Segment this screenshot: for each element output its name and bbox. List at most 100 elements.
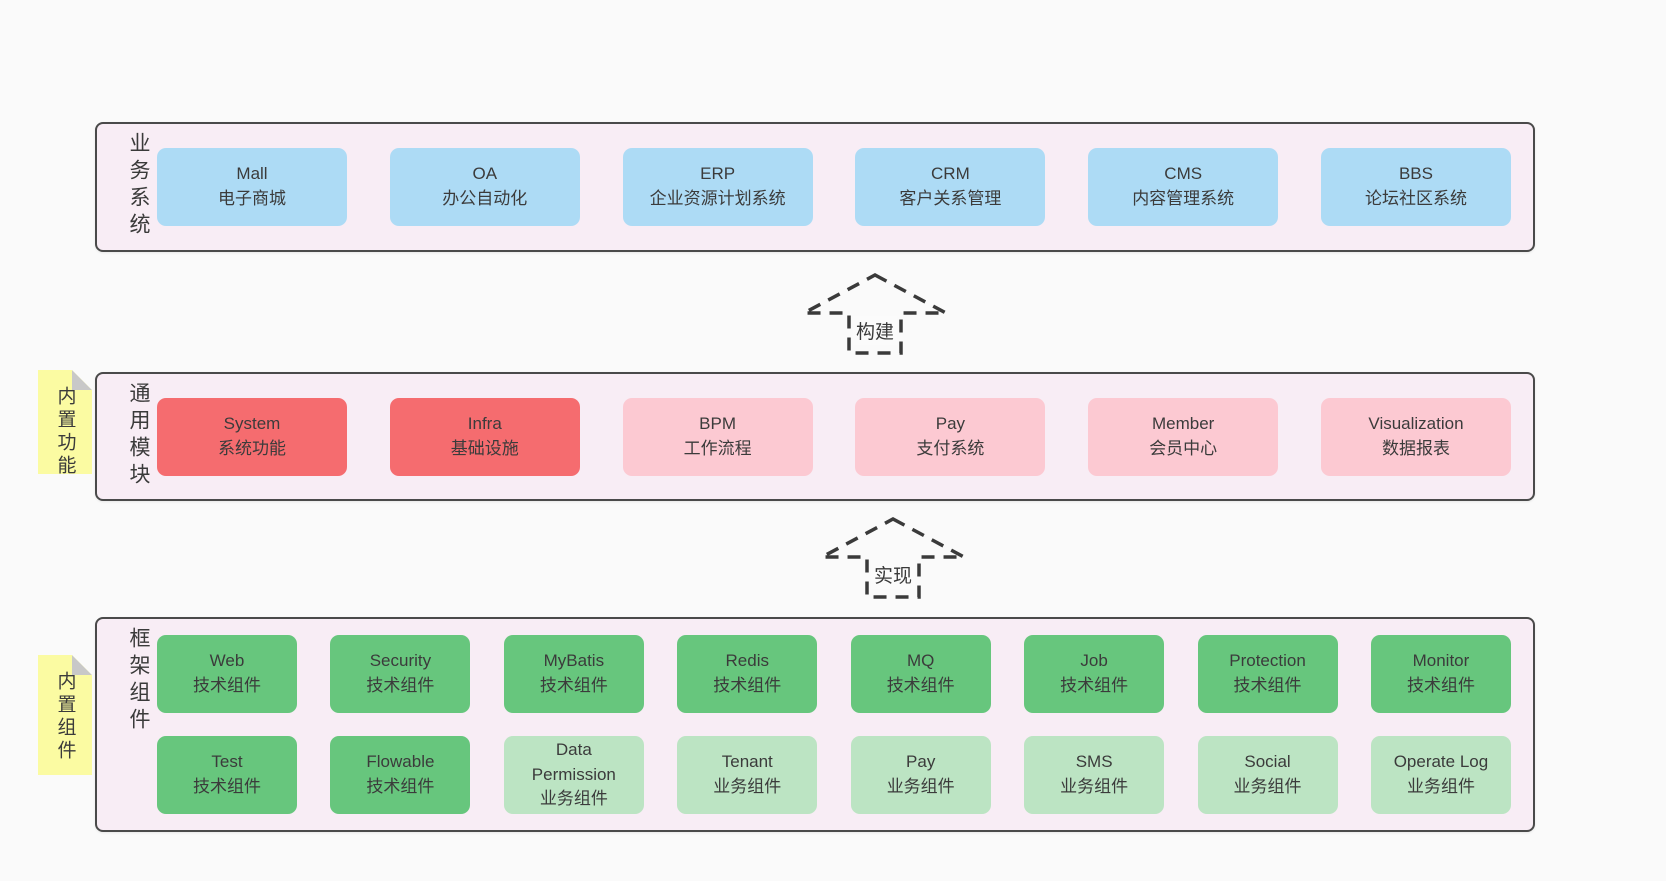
- box-name: Tenant: [721, 752, 773, 772]
- box-name: MyBatis: [543, 651, 605, 671]
- fold-corner-icon: [72, 655, 92, 675]
- build-arrow-label: 构建: [852, 316, 898, 345]
- framework-box-social: Social 业务组件: [1197, 736, 1338, 814]
- framework-box-flowable: Flowable 技术组件: [330, 736, 471, 814]
- box-desc: 技术组件: [886, 676, 955, 695]
- box-name: Data Permission: [531, 740, 616, 784]
- box-name: Web: [209, 651, 245, 671]
- box-desc: 业务组件: [1060, 777, 1129, 796]
- box-desc: 数据报表: [1381, 438, 1450, 458]
- box-desc: 企业资源计划系统: [649, 189, 786, 208]
- box-desc: 业务组件: [539, 789, 608, 809]
- framework-box-web: Web 技术组件: [157, 635, 297, 713]
- box-name: ERP: [700, 164, 736, 184]
- box-name: Security: [369, 651, 432, 671]
- business-boxes-row: Mall 电子商城 OA 办公自动化 ERP 企业资源计划系统 CRM 客户关系…: [149, 124, 1533, 250]
- box-desc: 技术组件: [1233, 676, 1302, 695]
- box-name: CMS: [1164, 164, 1203, 184]
- module-box-visualization: Visualization 数据报表: [1320, 397, 1511, 476]
- box-desc: 业务组件: [886, 777, 955, 796]
- module-box-infra: Infra 基础设施: [389, 397, 580, 476]
- framework-box-mq: MQ 技术组件: [850, 635, 991, 713]
- box-desc: 技术组件: [539, 676, 608, 695]
- box-desc: 技术组件: [1406, 676, 1475, 695]
- framework-box-redis: Redis 技术组件: [677, 635, 818, 713]
- box-desc: 技术组件: [1060, 676, 1129, 695]
- business-box-oa: OA 办公自动化: [389, 148, 580, 226]
- module-box-member: Member 会员中心: [1088, 397, 1279, 476]
- framework-box-sms: SMS 业务组件: [1024, 736, 1165, 814]
- box-desc: 电子商城: [218, 189, 286, 208]
- box-name: Pay: [906, 752, 936, 772]
- box-name: Flowable: [366, 752, 435, 772]
- box-desc: 办公自动化: [442, 189, 528, 208]
- box-desc: 客户关系管理: [899, 189, 1002, 208]
- box-name: OA: [472, 164, 498, 184]
- framework-box-data-permission: Data Permission 业务组件: [503, 736, 644, 814]
- box-desc: 技术组件: [366, 676, 435, 695]
- box-desc: 工作流程: [683, 438, 752, 458]
- box-name: Mall: [236, 164, 268, 184]
- framework-box-protection: Protection 技术组件: [1197, 635, 1338, 713]
- builtin-components-label: 内置组件: [54, 671, 76, 763]
- box-name: Member: [1152, 413, 1215, 433]
- box-name: Redis: [725, 651, 769, 671]
- box-name: MQ: [906, 651, 935, 671]
- box-name: SMS: [1075, 752, 1113, 772]
- box-desc: 系统功能: [218, 438, 286, 458]
- business-box-cms: CMS 内容管理系统: [1088, 148, 1279, 226]
- builtin-features-label: 内置功能: [54, 386, 76, 478]
- box-name: Monitor: [1412, 651, 1470, 671]
- panel-label-modules: 通用模块: [127, 382, 150, 490]
- framework-box-operate-log: Operate Log 业务组件: [1370, 736, 1511, 814]
- framework-box-pay: Pay 业务组件: [850, 736, 991, 814]
- fold-corner-icon: [72, 370, 92, 390]
- module-box-pay: Pay 支付系统: [855, 397, 1046, 476]
- business-systems-panel: 业务系统 Mall 电子商城 OA 办公自动化 ERP 企业资源计划系统 CRM…: [95, 122, 1535, 252]
- box-name: Protection: [1229, 651, 1306, 671]
- business-box-erp: ERP 企业资源计划系统: [622, 148, 813, 226]
- box-desc: 技术组件: [713, 676, 782, 695]
- dashed-up-arrow-icon: [803, 273, 947, 355]
- common-modules-panel: 通用模块 System 系统功能 Infra 基础设施 BPM 工作流程 Pay…: [95, 372, 1535, 501]
- box-name: Visualization: [1368, 413, 1464, 433]
- box-name: System: [223, 413, 281, 433]
- framework-box-security: Security 技术组件: [330, 635, 471, 713]
- box-desc: 业务组件: [713, 777, 782, 796]
- dashed-up-arrow-icon: [821, 517, 965, 599]
- box-desc: 技术组件: [193, 777, 261, 796]
- builtin-features-sticky: 内置功能: [38, 370, 92, 474]
- box-name: Job: [1080, 651, 1108, 671]
- box-desc: 业务组件: [1233, 777, 1302, 796]
- panel-label-business: 业务系统: [127, 132, 150, 240]
- box-name: BPM: [699, 413, 737, 433]
- framework-box-test: Test 技术组件: [157, 736, 297, 814]
- build-arrow-icon: 构建: [800, 272, 950, 356]
- box-desc: 技术组件: [366, 777, 435, 796]
- box-desc: 内容管理系统: [1132, 189, 1235, 208]
- box-desc: 业务组件: [1406, 777, 1475, 796]
- box-name: Pay: [935, 413, 966, 433]
- box-desc: 支付系统: [916, 438, 985, 458]
- box-desc: 论坛社区系统: [1364, 189, 1467, 208]
- framework-components-panel: 框架组件 Web 技术组件 Security 技术组件 MyBatis 技术组件…: [95, 617, 1535, 832]
- box-desc: 基础设施: [450, 438, 519, 458]
- framework-box-monitor: Monitor 技术组件: [1370, 635, 1511, 713]
- box-name: BBS: [1398, 164, 1433, 184]
- implement-arrow-icon: 实现: [818, 516, 968, 600]
- box-desc: 会员中心: [1149, 438, 1218, 458]
- box-name: Social: [1244, 752, 1291, 772]
- box-name: Infra: [467, 413, 502, 433]
- box-name: Test: [211, 752, 243, 772]
- module-box-bpm: BPM 工作流程: [622, 397, 813, 476]
- business-box-crm: CRM 客户关系管理: [855, 148, 1046, 226]
- box-desc: 技术组件: [193, 676, 261, 695]
- business-box-mall: Mall 电子商城: [157, 148, 347, 226]
- framework-box-mybatis: MyBatis 技术组件: [503, 635, 644, 713]
- framework-box-job: Job 技术组件: [1024, 635, 1165, 713]
- module-box-system: System 系统功能: [157, 397, 347, 476]
- box-name: Operate Log: [1393, 752, 1489, 772]
- modules-boxes-row: System 系统功能 Infra 基础设施 BPM 工作流程 Pay 支付系统…: [149, 374, 1533, 499]
- builtin-components-sticky: 内置组件: [38, 655, 92, 775]
- business-box-bbs: BBS 论坛社区系统: [1320, 148, 1511, 226]
